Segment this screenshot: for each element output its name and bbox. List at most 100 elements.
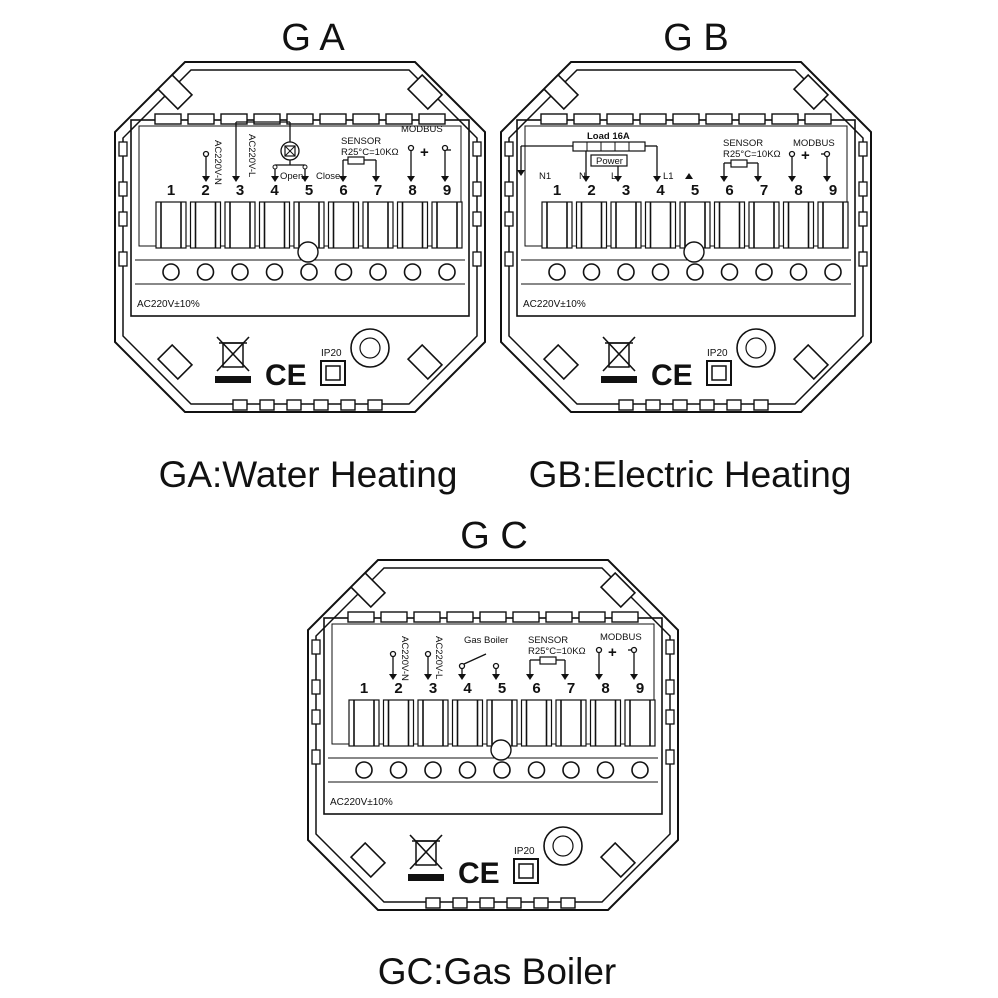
- ip-rating-box: [320, 360, 346, 386]
- corner-tab: [406, 343, 444, 381]
- terminal-number: 3: [429, 680, 437, 697]
- corner-tab: [156, 343, 194, 381]
- voltage-label: AC220V±10%: [523, 299, 586, 310]
- terminal-screw: [562, 761, 580, 779]
- terminal-number: 7: [567, 680, 575, 697]
- label-sensor: SENSOR: [723, 138, 763, 149]
- label-sensor-spec: R25°C=10KΩ: [723, 149, 781, 160]
- weee-bin-icon: [215, 336, 251, 383]
- label-modbus-plus: +: [801, 147, 810, 164]
- bottom-clip: [340, 399, 356, 411]
- ce-mark: CE: [458, 857, 500, 890]
- ce-mark: CE: [265, 359, 307, 392]
- bottom-clip: [699, 399, 715, 411]
- label-sensor-spec: R25°C=10KΩ: [341, 147, 399, 158]
- terminal-number: 1: [360, 680, 368, 697]
- terminal-screw: [231, 263, 249, 281]
- terminal-number: 3: [236, 182, 244, 199]
- voltage-label: AC220V±10%: [137, 299, 200, 310]
- top-clip: [347, 611, 375, 623]
- panel-gb-letter: G B: [663, 17, 728, 59]
- housing-outline: [307, 559, 679, 911]
- corner-tab: [349, 571, 387, 609]
- top-clip: [154, 113, 182, 125]
- terminal-number: 4: [656, 182, 665, 199]
- side-clip: [311, 709, 321, 725]
- top-clip: [705, 113, 733, 125]
- panel-ga-letter: G A: [281, 17, 345, 59]
- corner-tab: [792, 73, 830, 111]
- label-sensor: SENSOR: [528, 635, 568, 646]
- ip-rating-label: IP20: [321, 348, 342, 359]
- label-ac220v-l: AC220V-L: [246, 134, 257, 177]
- side-clip: [472, 181, 482, 197]
- terminal-screw: [527, 761, 546, 779]
- terminal-screw: [651, 263, 670, 281]
- bottom-clip: [560, 897, 576, 909]
- panel-gb-caption: GB:Electric Heating: [529, 454, 852, 495]
- bottom-clip: [506, 897, 522, 909]
- top-clip: [578, 611, 606, 623]
- terminal-screw: [424, 761, 442, 779]
- top-clip: [771, 113, 799, 125]
- top-clip: [804, 113, 832, 125]
- ce-mark: CE: [651, 359, 693, 392]
- terminal-screw: [720, 263, 739, 281]
- terminal-number: 3: [622, 182, 630, 199]
- label-sensor-spec: R25°C=10KΩ: [528, 646, 586, 657]
- side-clip: [311, 679, 321, 695]
- mounting-knob-inner: [745, 337, 767, 359]
- label-modbus-plus: +: [608, 644, 617, 661]
- side-clip: [504, 251, 514, 267]
- terminal-number: 8: [601, 680, 609, 697]
- label-ac220v-l: AC220V-L: [433, 636, 444, 679]
- housing-outline: [500, 61, 872, 413]
- terminal-screw: [493, 761, 511, 779]
- housing-outline: [114, 61, 486, 413]
- side-clip: [118, 251, 128, 267]
- terminal-number: 9: [636, 680, 644, 697]
- top-clip: [606, 113, 634, 125]
- side-clip: [504, 141, 514, 157]
- label-ac220v-n: AC220V-N: [212, 140, 223, 185]
- bottom-clip: [618, 399, 634, 411]
- terminal-screw: [403, 263, 422, 281]
- top-clip: [413, 611, 441, 623]
- top-clip: [253, 113, 281, 125]
- terminal-number: 5: [498, 680, 506, 697]
- weee-bin-icon: [601, 336, 637, 383]
- weee-bin-icon: [408, 834, 444, 881]
- top-clip: [187, 113, 215, 125]
- terminal-number: 1: [167, 182, 175, 199]
- top-clip: [220, 113, 248, 125]
- side-clip: [665, 639, 675, 655]
- corner-tab: [156, 73, 194, 111]
- terminal-number: 6: [532, 680, 540, 697]
- bottom-clip: [479, 897, 495, 909]
- mounting-knob-inner: [552, 835, 574, 857]
- corner-tab: [599, 841, 637, 879]
- terminal-screw: [582, 263, 601, 281]
- bottom-clip: [286, 399, 302, 411]
- label-l: L: [611, 171, 616, 182]
- top-clip: [573, 113, 601, 125]
- terminal-screw: [631, 761, 649, 779]
- side-clip: [118, 141, 128, 157]
- terminal-screw: [596, 761, 615, 779]
- bottom-clip: [259, 399, 275, 411]
- terminal-number: 9: [443, 182, 451, 199]
- ip-rating-label: IP20: [707, 348, 728, 359]
- side-clip: [311, 749, 321, 765]
- side-clip: [504, 181, 514, 197]
- terminal-screw: [686, 263, 704, 281]
- ip-rating-box-inner: [325, 365, 341, 381]
- side-clip: [504, 211, 514, 227]
- side-clip: [858, 251, 868, 267]
- terminal-number: 4: [463, 680, 472, 697]
- top-clip: [385, 113, 413, 125]
- terminal-screw: [355, 761, 373, 779]
- label-modbus-plus: +: [420, 144, 429, 161]
